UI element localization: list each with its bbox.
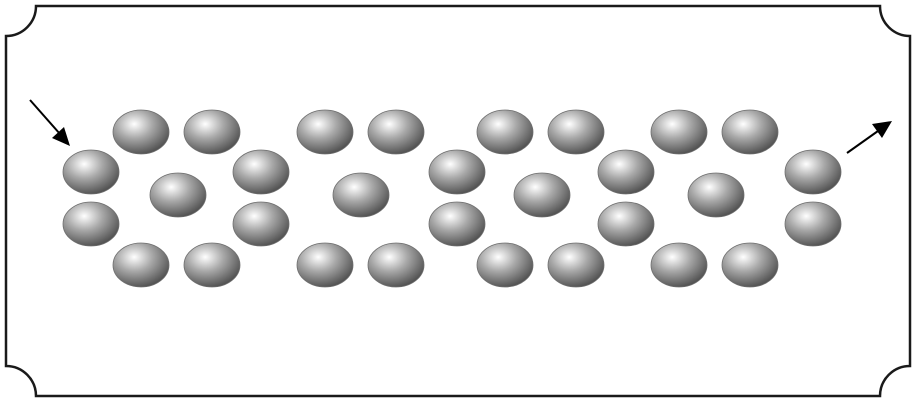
sphere-ball [297, 243, 353, 287]
sphere-ball [429, 202, 485, 246]
sphere-ball [651, 243, 707, 287]
sphere-ball [429, 150, 485, 194]
sphere-ball [233, 202, 289, 246]
sphere-ball [477, 243, 533, 287]
rounded-notched-frame [6, 6, 910, 396]
sphere-ball [722, 243, 778, 287]
sphere-ball [477, 110, 533, 154]
sphere-ball [333, 173, 389, 217]
sphere-ball [233, 150, 289, 194]
sphere-ball [368, 243, 424, 287]
sphere-ball [113, 243, 169, 287]
sphere-ball [598, 150, 654, 194]
sphere-ball [785, 150, 841, 194]
sphere-ball [63, 202, 119, 246]
sphere-ball [184, 110, 240, 154]
sphere-ball [113, 110, 169, 154]
sphere-ball [184, 243, 240, 287]
sphere-ball [63, 150, 119, 194]
sphere-ball [785, 202, 841, 246]
sphere-ball [548, 243, 604, 287]
sphere-ball [297, 110, 353, 154]
sphere-ball [368, 110, 424, 154]
sphere-ball [150, 173, 206, 217]
sphere-ball [722, 110, 778, 154]
sphere-ball [548, 110, 604, 154]
sphere-ball [688, 173, 744, 217]
sphere-ball [651, 110, 707, 154]
sphere-ball [598, 202, 654, 246]
sphere-ball [514, 173, 570, 217]
